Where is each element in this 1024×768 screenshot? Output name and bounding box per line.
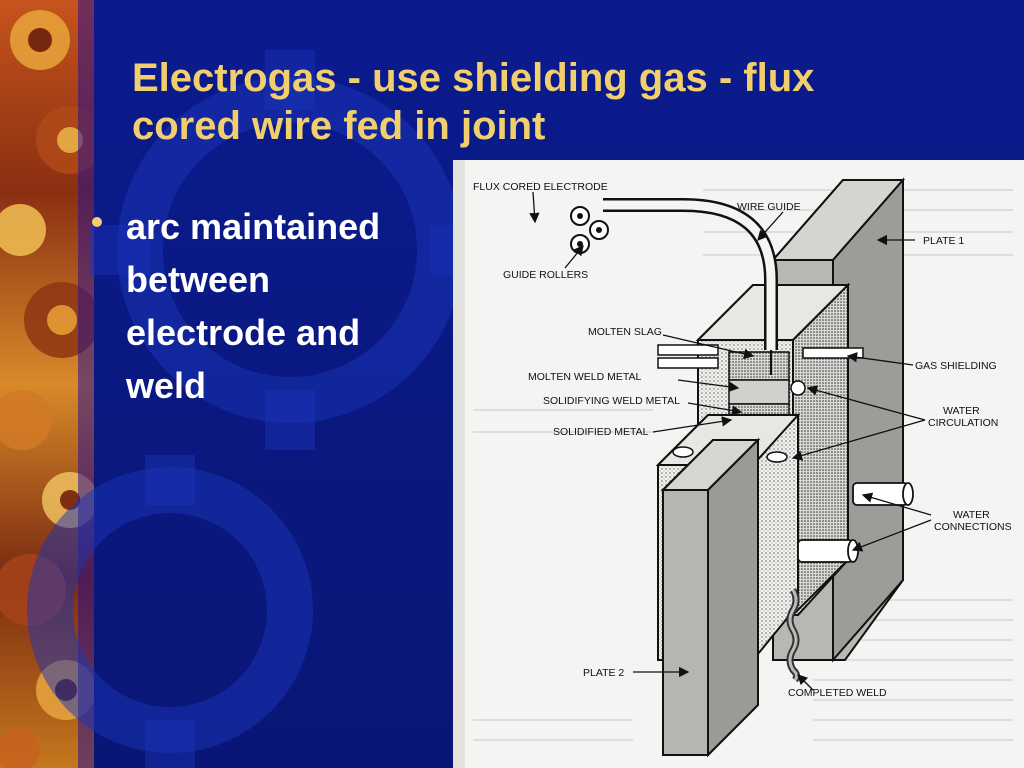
label-solidified-metal: SOLIDIFIED METAL [553,426,649,438]
slide-title: Electrogas - use shielding gas - flux co… [132,56,815,148]
label-water-circulation-line1: WATER [943,405,980,417]
label-guide-rollers: GUIDE ROLLERS [503,269,588,281]
label-molten-slag: MOLTEN SLAG [588,326,662,338]
label-flux-cored-electrode: FLUX CORED ELECTRODE [473,181,608,193]
label-completed-weld: COMPLETED WELD [788,687,887,699]
label-solidifying-weld-metal: SOLIDIFYING WELD METAL [543,395,680,407]
decorative-gear-strip [0,0,94,768]
bullet-list: arc maintained between electrode and wel… [92,200,432,412]
bullet-text: arc maintained between electrode and wel… [126,206,381,406]
bullet-icon [92,217,102,227]
label-water-connections-line2: CONNECTIONS [934,521,1012,533]
label-plate-2: PLATE 2 [583,667,624,679]
label-molten-weld-metal: MOLTEN WELD METAL [528,371,642,383]
label-plate-1: PLATE 1 [923,235,964,247]
label-water-connections-line1: WATER [953,509,990,521]
label-wire-guide: WIRE GUIDE [737,201,801,213]
label-gas-shielding: GAS SHIELDING [915,360,997,372]
bullet-item: arc maintained between electrode and wel… [92,200,432,412]
electrogas-diagram: FLUX CORED ELECTRODE WIRE GUIDE PLATE 1 … [453,160,1024,768]
label-water-circulation-line2: CIRCULATION [928,417,998,429]
